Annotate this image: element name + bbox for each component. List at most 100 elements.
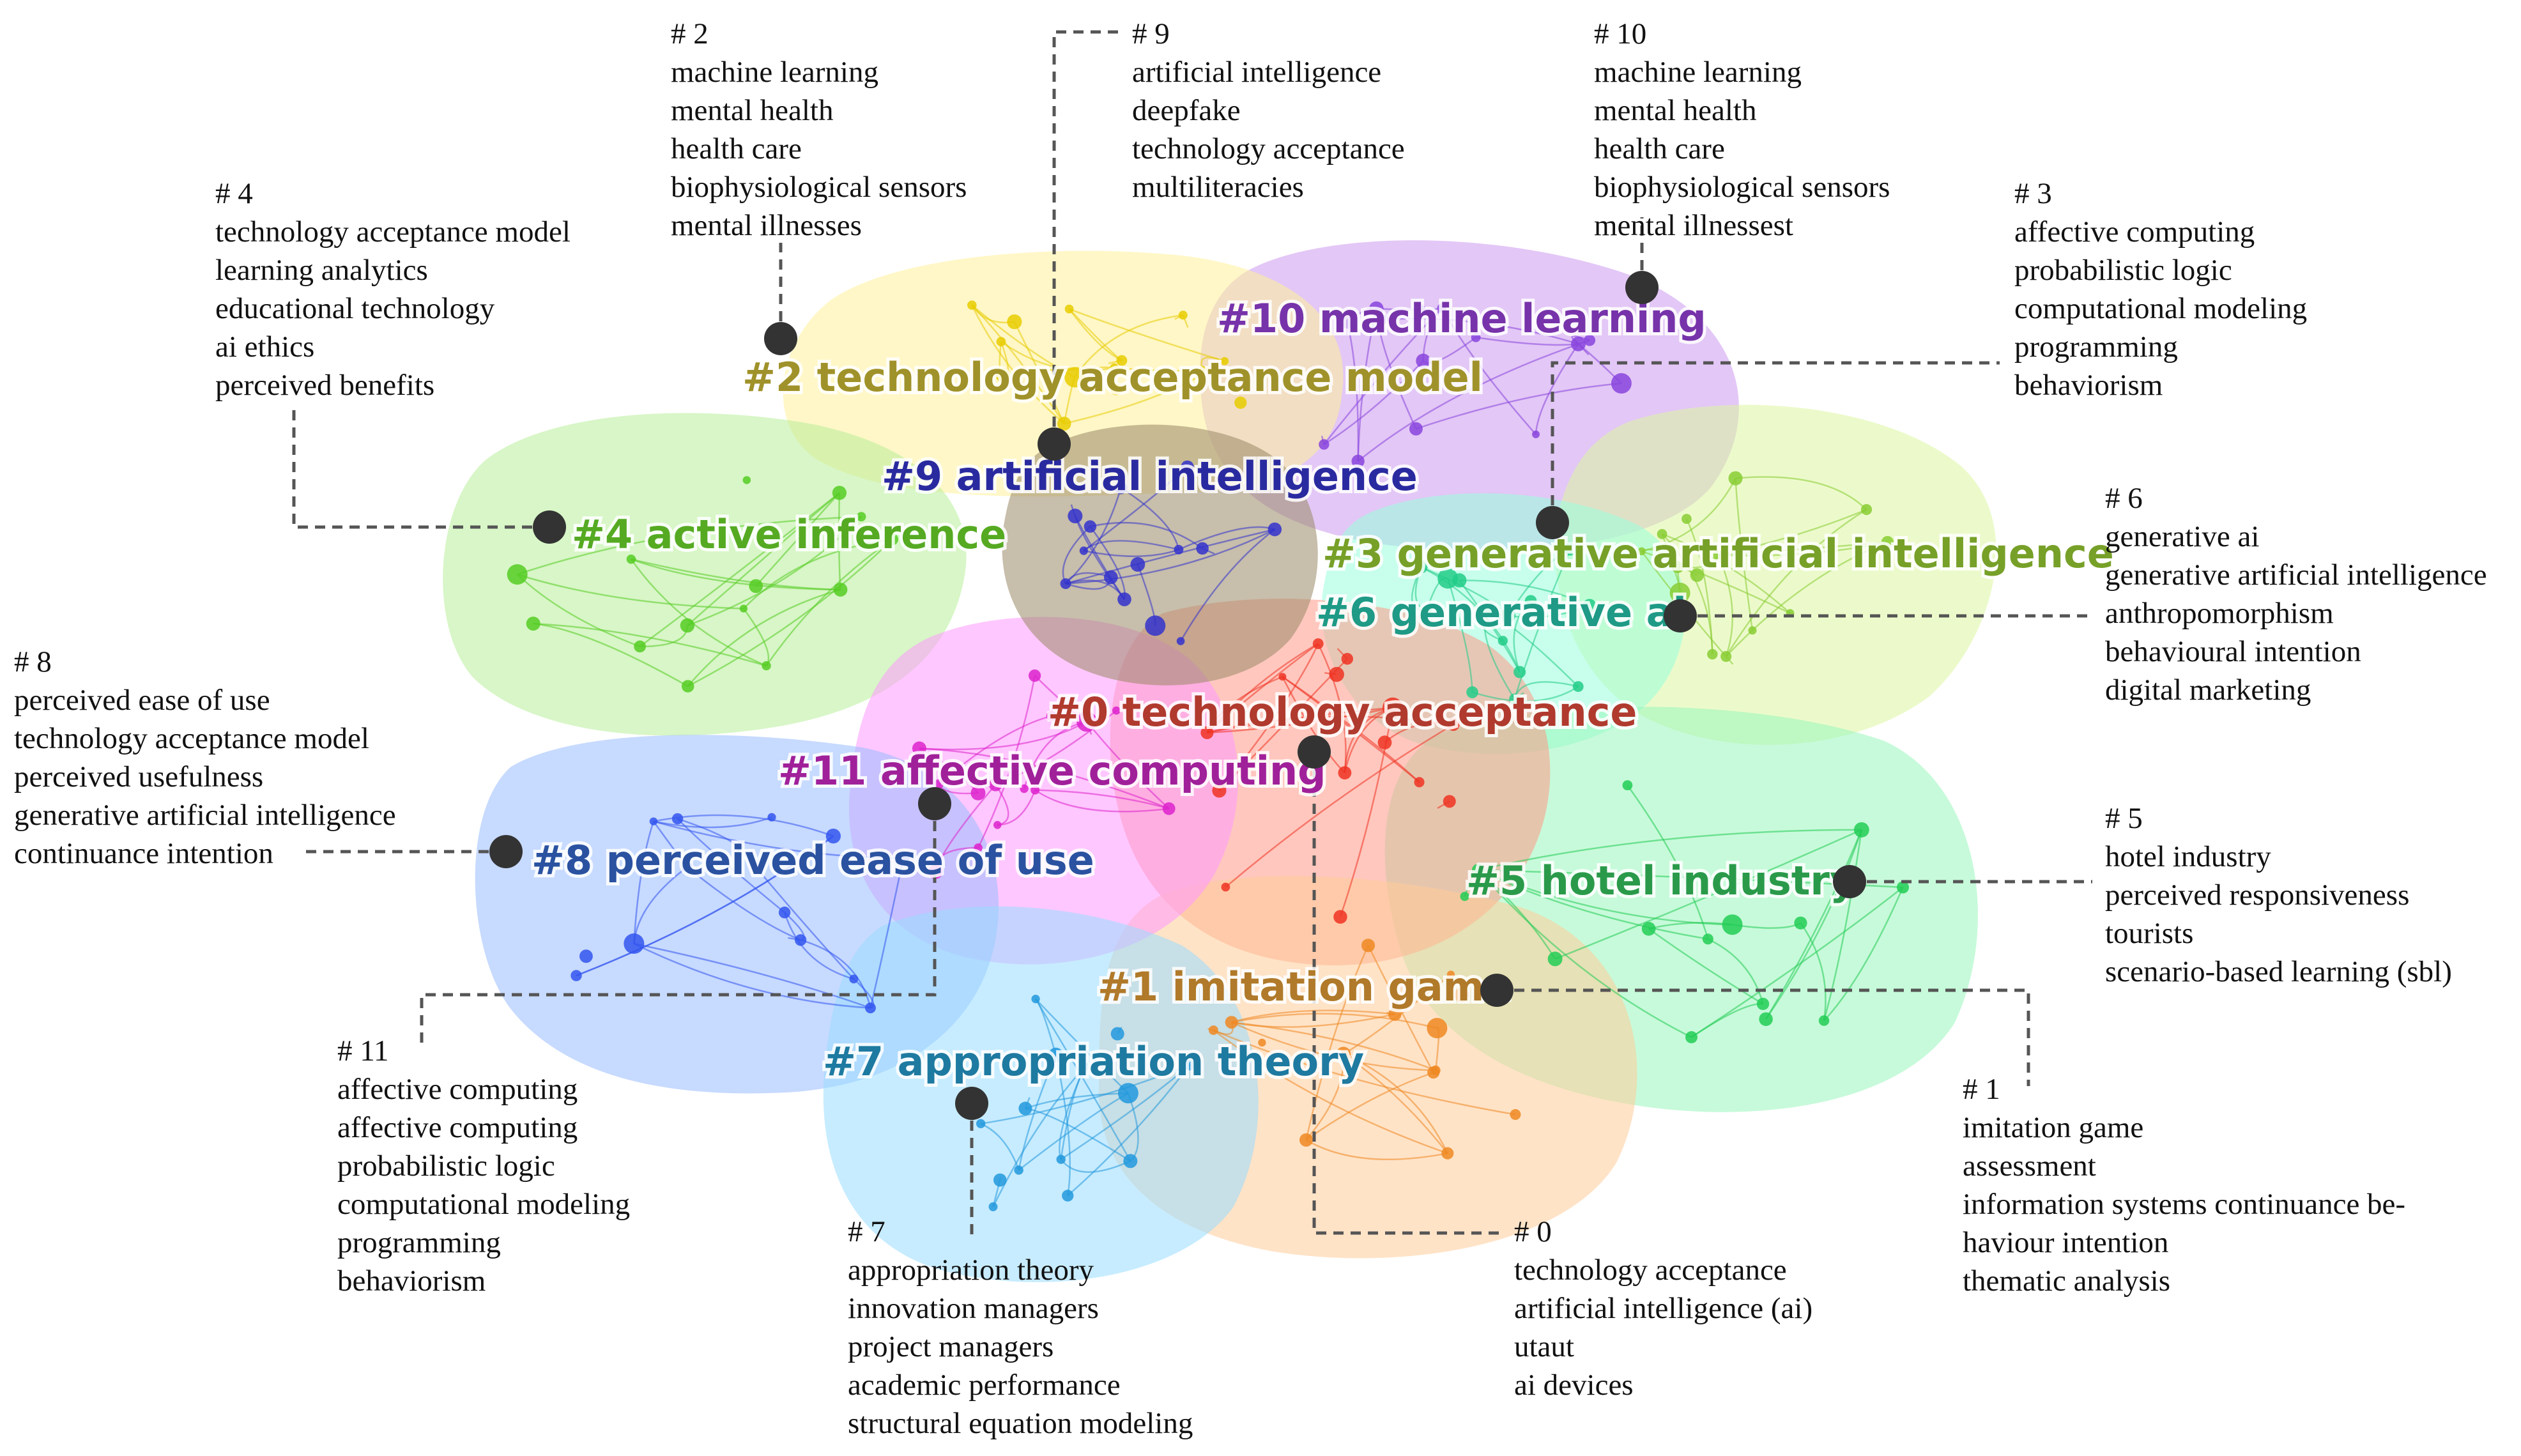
network-node (1351, 454, 1365, 468)
network-node (1336, 1046, 1351, 1061)
leader-lines (292, 30, 2092, 1236)
annotation-term: biophysiological sensors (671, 171, 967, 204)
network-edge (1069, 308, 1225, 362)
network-node (1057, 417, 1071, 431)
annotation-term: structural equation modeling (848, 1407, 1193, 1440)
network-edge (686, 866, 801, 941)
network-node (1454, 987, 1469, 1002)
network-edge (1507, 548, 1571, 616)
annotation-term: assessment (1963, 1149, 2096, 1183)
network-edge (1035, 998, 1129, 1094)
network-edge (1000, 341, 1115, 372)
network-node (1471, 332, 1481, 342)
annotation-term: tourists (2105, 917, 2193, 950)
network-node (993, 821, 1002, 829)
network-node (794, 934, 807, 946)
annotation-term: mental health (671, 94, 833, 127)
cluster-label-2: #2 technology acceptance model (742, 354, 1483, 401)
network-edge (1420, 566, 1521, 673)
network-edge (1344, 707, 1393, 773)
network-node (1200, 726, 1214, 739)
cluster-label-8: #8 perceived ease of use (532, 837, 1094, 884)
network-node (1341, 653, 1354, 665)
network-edge (1060, 1158, 1131, 1173)
network-node (1466, 686, 1478, 698)
annotation-term: generative artificial intelligence (14, 799, 396, 832)
annotation-term: imitation game (1963, 1111, 2143, 1144)
network-edge (517, 573, 744, 609)
network-node (1382, 697, 1403, 718)
network-node (865, 1002, 876, 1014)
network-edge (783, 912, 854, 980)
annotation-term: affective computing (337, 1111, 578, 1144)
network-edge (1718, 541, 1888, 556)
network-node (526, 617, 540, 631)
cluster-labels: #10 machine learning #2 technology accep… (528, 292, 2117, 1088)
network-edge (1025, 1092, 1128, 1110)
annotation-heading: # 2 (671, 17, 709, 50)
network-node (749, 579, 763, 594)
annotation-term: mental illnessest (1594, 209, 1793, 242)
leader-line-11 (420, 804, 937, 1046)
network-node (1637, 547, 1646, 556)
anchor-dot-7 (955, 1087, 988, 1120)
annotation-term: ai ethics (215, 330, 314, 364)
network-node (1299, 1133, 1313, 1147)
network-node (579, 949, 593, 963)
network-edge (633, 942, 871, 1009)
network-edge (1343, 1053, 1448, 1154)
annotation-term: thematic analysis (1963, 1264, 2170, 1298)
network-node (1669, 583, 1690, 604)
network-node (1377, 735, 1392, 750)
network-edge (1627, 785, 1709, 940)
network-node (1068, 509, 1083, 524)
network-edge (687, 492, 840, 626)
cluster-label-1: #1 imitation game (1098, 963, 1511, 1010)
annotation-term: computational modeling (337, 1188, 630, 1221)
network-node (682, 862, 693, 873)
network-edge (1459, 579, 1590, 607)
network-node (825, 829, 841, 844)
anchor-dot-2 (764, 322, 797, 355)
network-edge (1018, 1092, 1129, 1171)
annotation-term: innovation managers (848, 1292, 1099, 1325)
network-node (974, 843, 983, 852)
network-node (1117, 1083, 1138, 1104)
network-edge (838, 493, 841, 590)
network-node (912, 741, 926, 756)
network-node (1225, 1016, 1238, 1029)
network-edge (1231, 1021, 1436, 1071)
annotation-term: learning analytics (215, 254, 428, 287)
network-edge (1641, 478, 1736, 553)
network-edge (653, 816, 772, 829)
network-edge (938, 715, 1052, 785)
leader-line-3 (1551, 361, 2000, 523)
annotation-term: continuance intention (14, 837, 273, 870)
annotation-term: scenario-based learning (sbl) (2105, 955, 2452, 988)
annotation-term: hotel industry (2105, 840, 2271, 873)
network-node (1524, 595, 1537, 607)
network-edge (980, 1064, 1190, 1125)
network-node (1116, 355, 1128, 366)
network-edge (1003, 366, 1115, 376)
network-node (1756, 997, 1770, 1011)
network-edge (1206, 643, 1319, 733)
network-node (1031, 994, 1040, 1004)
network-edge (919, 721, 1087, 751)
network-edge (765, 539, 893, 666)
network-edge (1823, 887, 1904, 1022)
network-node (1460, 891, 1469, 901)
network-node (1582, 599, 1597, 613)
network-node (1079, 546, 1088, 555)
annotation-term: appropriation theory (848, 1253, 1094, 1287)
network-edge (1472, 686, 1579, 702)
network-edge (1305, 1071, 1434, 1141)
network-node (1028, 669, 1041, 682)
network-node (1338, 766, 1352, 780)
network-node (1427, 1018, 1448, 1039)
network-edge (1800, 922, 1827, 1021)
